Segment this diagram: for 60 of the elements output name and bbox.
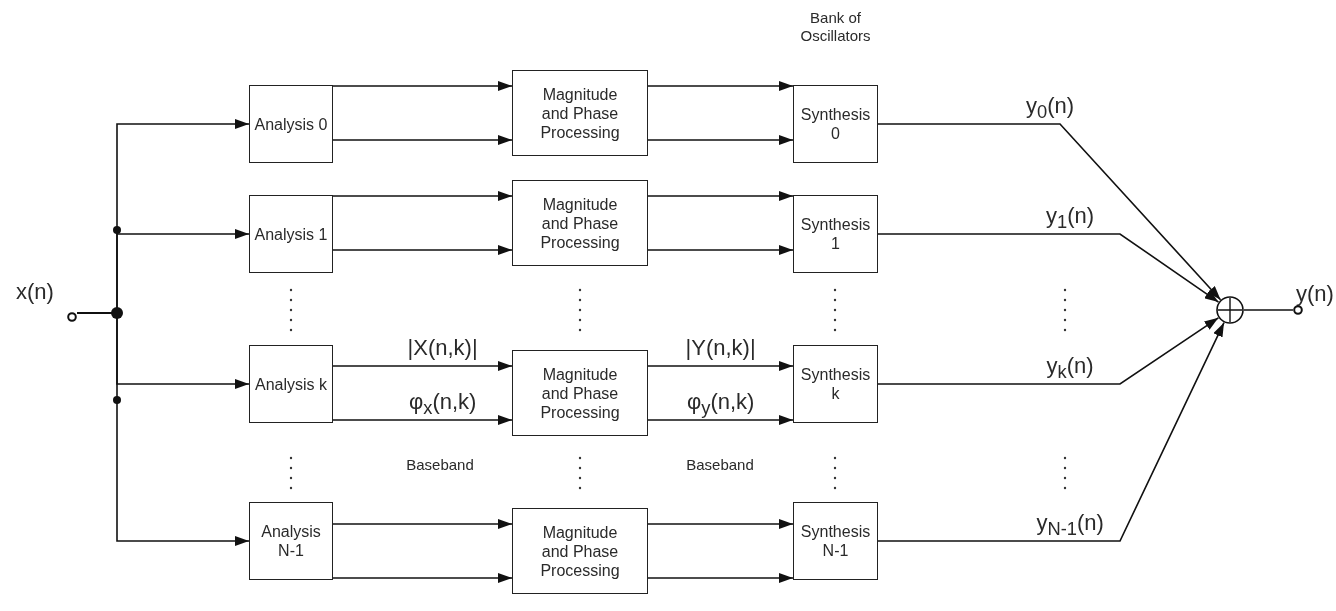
signal-label: x(n) bbox=[15, 280, 55, 304]
signal-arrow bbox=[332, 573, 513, 583]
input-terminal bbox=[15, 280, 77, 322]
processing-block bbox=[512, 508, 648, 594]
block-label: Magnitude and Phase Processing bbox=[539, 194, 621, 252]
block-label: Synthesis N-1 bbox=[799, 522, 872, 560]
processing-block bbox=[512, 70, 648, 156]
block-label: Magnitude and Phase Processing bbox=[539, 522, 621, 580]
edge-label: y$_{N-1}$(n) bbox=[1035, 511, 1105, 542]
signal-arrow bbox=[647, 191, 794, 201]
signal-arrow bbox=[647, 415, 794, 425]
signal-arrow bbox=[647, 245, 794, 255]
processing-block bbox=[512, 180, 648, 266]
block-label: Analysis 1 bbox=[254, 224, 328, 244]
synthesis-block bbox=[793, 345, 878, 423]
edge-label: φ$_{x}$(n,k) bbox=[408, 390, 478, 421]
block-label: Analysis 0 bbox=[254, 114, 328, 134]
block-label: Magnitude and Phase Processing bbox=[539, 84, 621, 142]
signal-arrow bbox=[332, 191, 513, 201]
bank-caption: Bank of Oscillators bbox=[799, 9, 872, 45]
signal-label: y(n) bbox=[1295, 282, 1335, 306]
analysis-block bbox=[249, 85, 333, 163]
analysis-block bbox=[249, 195, 333, 273]
signal-arrow bbox=[647, 361, 794, 371]
band-label: Baseband bbox=[685, 456, 755, 474]
signal-arrow bbox=[647, 81, 794, 91]
block-label: Synthesis 0 bbox=[799, 105, 872, 143]
signal-arrow bbox=[877, 317, 1220, 385]
signal-arrow bbox=[877, 123, 1222, 301]
synthesis-block bbox=[793, 502, 878, 580]
signal-arrow bbox=[877, 321, 1225, 542]
block-label: Synthesis 1 bbox=[799, 215, 872, 253]
signal-arrow bbox=[877, 233, 1220, 303]
output-terminal bbox=[1293, 282, 1335, 315]
edge-label: |X(n,k)| bbox=[406, 336, 479, 360]
signal-arrow bbox=[332, 81, 513, 91]
block-label: Magnitude and Phase Processing bbox=[539, 364, 621, 422]
synthesis-block bbox=[793, 85, 878, 163]
edge-label: |Y(n,k)| bbox=[684, 336, 757, 360]
block-label: Analysis N-1 bbox=[260, 522, 322, 560]
processing-block bbox=[512, 350, 648, 436]
signal-arrow bbox=[332, 361, 513, 371]
signal-arrow bbox=[332, 245, 513, 255]
block-label: Analysis k bbox=[255, 374, 327, 394]
signal-arrow bbox=[647, 135, 794, 145]
signal-arrow bbox=[332, 415, 513, 425]
signal-arrow bbox=[647, 519, 794, 529]
block-label: Synthesis k bbox=[799, 365, 872, 403]
edge-label: y$_{k}$(n) bbox=[1045, 354, 1095, 385]
analysis-block bbox=[249, 502, 333, 580]
edge-label: y$_{0}$(n) bbox=[1025, 94, 1076, 125]
summing-junction bbox=[1216, 296, 1244, 324]
signal-arrow bbox=[332, 135, 513, 145]
signal-arrow bbox=[332, 519, 513, 529]
edge-label: φ$_{y}$(n,k) bbox=[686, 390, 756, 421]
band-label: Baseband bbox=[405, 456, 475, 474]
edge-label: y$_{1}$(n) bbox=[1045, 204, 1096, 235]
analysis-block bbox=[249, 345, 333, 423]
synthesis-block bbox=[793, 195, 878, 273]
signal-arrow bbox=[647, 573, 794, 583]
